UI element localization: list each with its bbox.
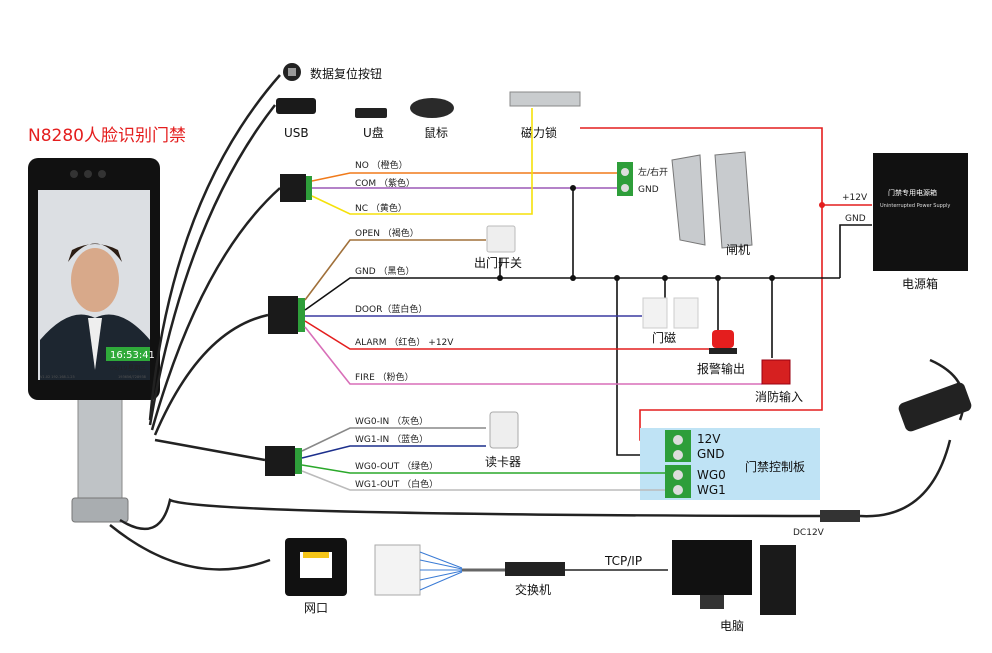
fire-label: 消防输入 — [755, 389, 803, 404]
power-plus12v-label: +12V — [842, 193, 868, 203]
controller-label: 门禁控制板 — [745, 459, 805, 474]
adapter-cable — [859, 358, 965, 518]
power-box-subtitle: Uninterrupted Power Supply — [880, 203, 950, 209]
gnd-junctions — [497, 185, 775, 281]
alarm-label: 报警输出 — [697, 361, 745, 376]
turnstile-gnd-label: GND — [638, 185, 659, 195]
alarm-light-icon — [709, 330, 737, 354]
rj45-port-icon — [285, 538, 347, 596]
wire-wg1-out — [301, 470, 665, 491]
wire-nc — [311, 108, 533, 215]
wire-fire — [304, 326, 762, 385]
wire-gnd-label: GND （黑色） — [355, 265, 415, 277]
face-terminal-device: 16:53:41 06/19 星期三 V1.02 192.168.1.25 19… — [28, 158, 160, 523]
wire-wg0-in — [301, 427, 486, 452]
connector-io — [268, 296, 298, 334]
maglock-icon — [509, 91, 581, 107]
terminal-12v: 12V — [697, 432, 721, 446]
wire-alarm — [304, 320, 710, 350]
exit-button-icon — [486, 225, 516, 253]
tcpip-label: TCP/IP — [604, 554, 642, 568]
device-date: 06/19 — [110, 365, 127, 372]
door-sensor-icon — [642, 297, 699, 329]
device-cables — [109, 74, 821, 571]
door-sensor-label: 门磁 — [652, 330, 676, 345]
connector-relay — [280, 174, 306, 202]
dc12v-label: DC12V — [793, 528, 825, 538]
usb-label: USB — [284, 126, 309, 140]
wire-open-label: OPEN （褐色） — [355, 227, 419, 239]
terminal-wg1: WG1 — [697, 483, 726, 497]
reset-button-label: 数据复位按钮 — [310, 66, 382, 81]
wire-no — [311, 172, 620, 182]
connector-io-pins — [298, 298, 305, 332]
computer-icon — [672, 540, 796, 615]
wire-com-label: COM （紫色） — [355, 177, 415, 189]
power-box-title: 门禁专用电源箱 — [888, 188, 937, 197]
terminal-wg0: WG0 — [697, 468, 726, 482]
power-adapter-icon — [898, 382, 972, 432]
wire-wg1-in — [301, 445, 486, 459]
wire-nc-label: NC （黄色） — [355, 202, 407, 214]
card-reader-label: 读卡器 — [485, 455, 521, 469]
computer-label: 电脑 — [720, 619, 744, 633]
exit-button-label: 出门开关 — [474, 255, 522, 270]
wire-door-label: DOOR（蓝白色） — [355, 303, 427, 315]
wire-open — [304, 239, 486, 301]
udisk-label: U盘 — [363, 125, 384, 140]
wire-wg0-out — [301, 464, 665, 474]
wire-wg0-in-label: WG0-IN （灰色） — [355, 415, 428, 427]
turnstile-open-label: 左/右开 — [638, 166, 668, 178]
turnstile-icon — [671, 151, 753, 249]
wire-gnd-branches — [499, 188, 773, 456]
device-footer-right: 193656/728938 — [118, 375, 146, 379]
udisk-icon — [355, 108, 387, 118]
power-box-label: 电源箱 — [902, 276, 938, 291]
wire-gnd — [304, 277, 840, 311]
device-time: 16:53:41 — [110, 350, 155, 361]
network-cable-icon — [374, 544, 505, 596]
switch-label: 交换机 — [515, 582, 551, 597]
fire-button-icon — [761, 359, 791, 385]
wire-gnd-power — [839, 224, 872, 278]
connector-wiegand — [265, 446, 295, 476]
device-footer-left: V1.02 192.168.1.25 — [40, 375, 75, 379]
switch-icon — [505, 562, 565, 576]
connector-wiegand-pins — [295, 448, 302, 474]
diagram-title: N8280人脸识别门禁 — [28, 126, 186, 146]
dc-plug — [820, 510, 860, 522]
card-reader-icon — [489, 411, 519, 449]
wire-wg0-out-label: WG0-OUT （绿色） — [355, 460, 438, 472]
wire-alarm-label: ALARM （红色） +12V — [355, 336, 454, 348]
terminal-gnd: GND — [697, 447, 725, 461]
maglock-label: 磁力锁 — [521, 125, 557, 140]
wire-fire-label: FIRE （粉色） — [355, 371, 414, 383]
mouse-label: 鼠标 — [424, 126, 448, 140]
power-box: 门禁专用电源箱 Uninterrupted Power Supply — [873, 153, 968, 271]
reset-button — [283, 63, 301, 81]
power-gnd-label: GND — [845, 214, 866, 224]
turnstile-label: 闸机 — [726, 243, 750, 257]
turnstile-terminal — [617, 162, 633, 196]
usb-connector — [276, 98, 316, 114]
wire-no-label: NO （橙色） — [355, 159, 408, 171]
wire-wg1-in-label: WG1-IN （蓝色） — [355, 433, 428, 445]
network-port-label: 网口 — [304, 601, 328, 615]
device-weekday: 星期三 — [128, 364, 146, 372]
mouse-icon — [410, 98, 454, 118]
connector-relay-pins — [306, 176, 312, 200]
wire-wg1-out-label: WG1-OUT （白色） — [355, 478, 438, 490]
